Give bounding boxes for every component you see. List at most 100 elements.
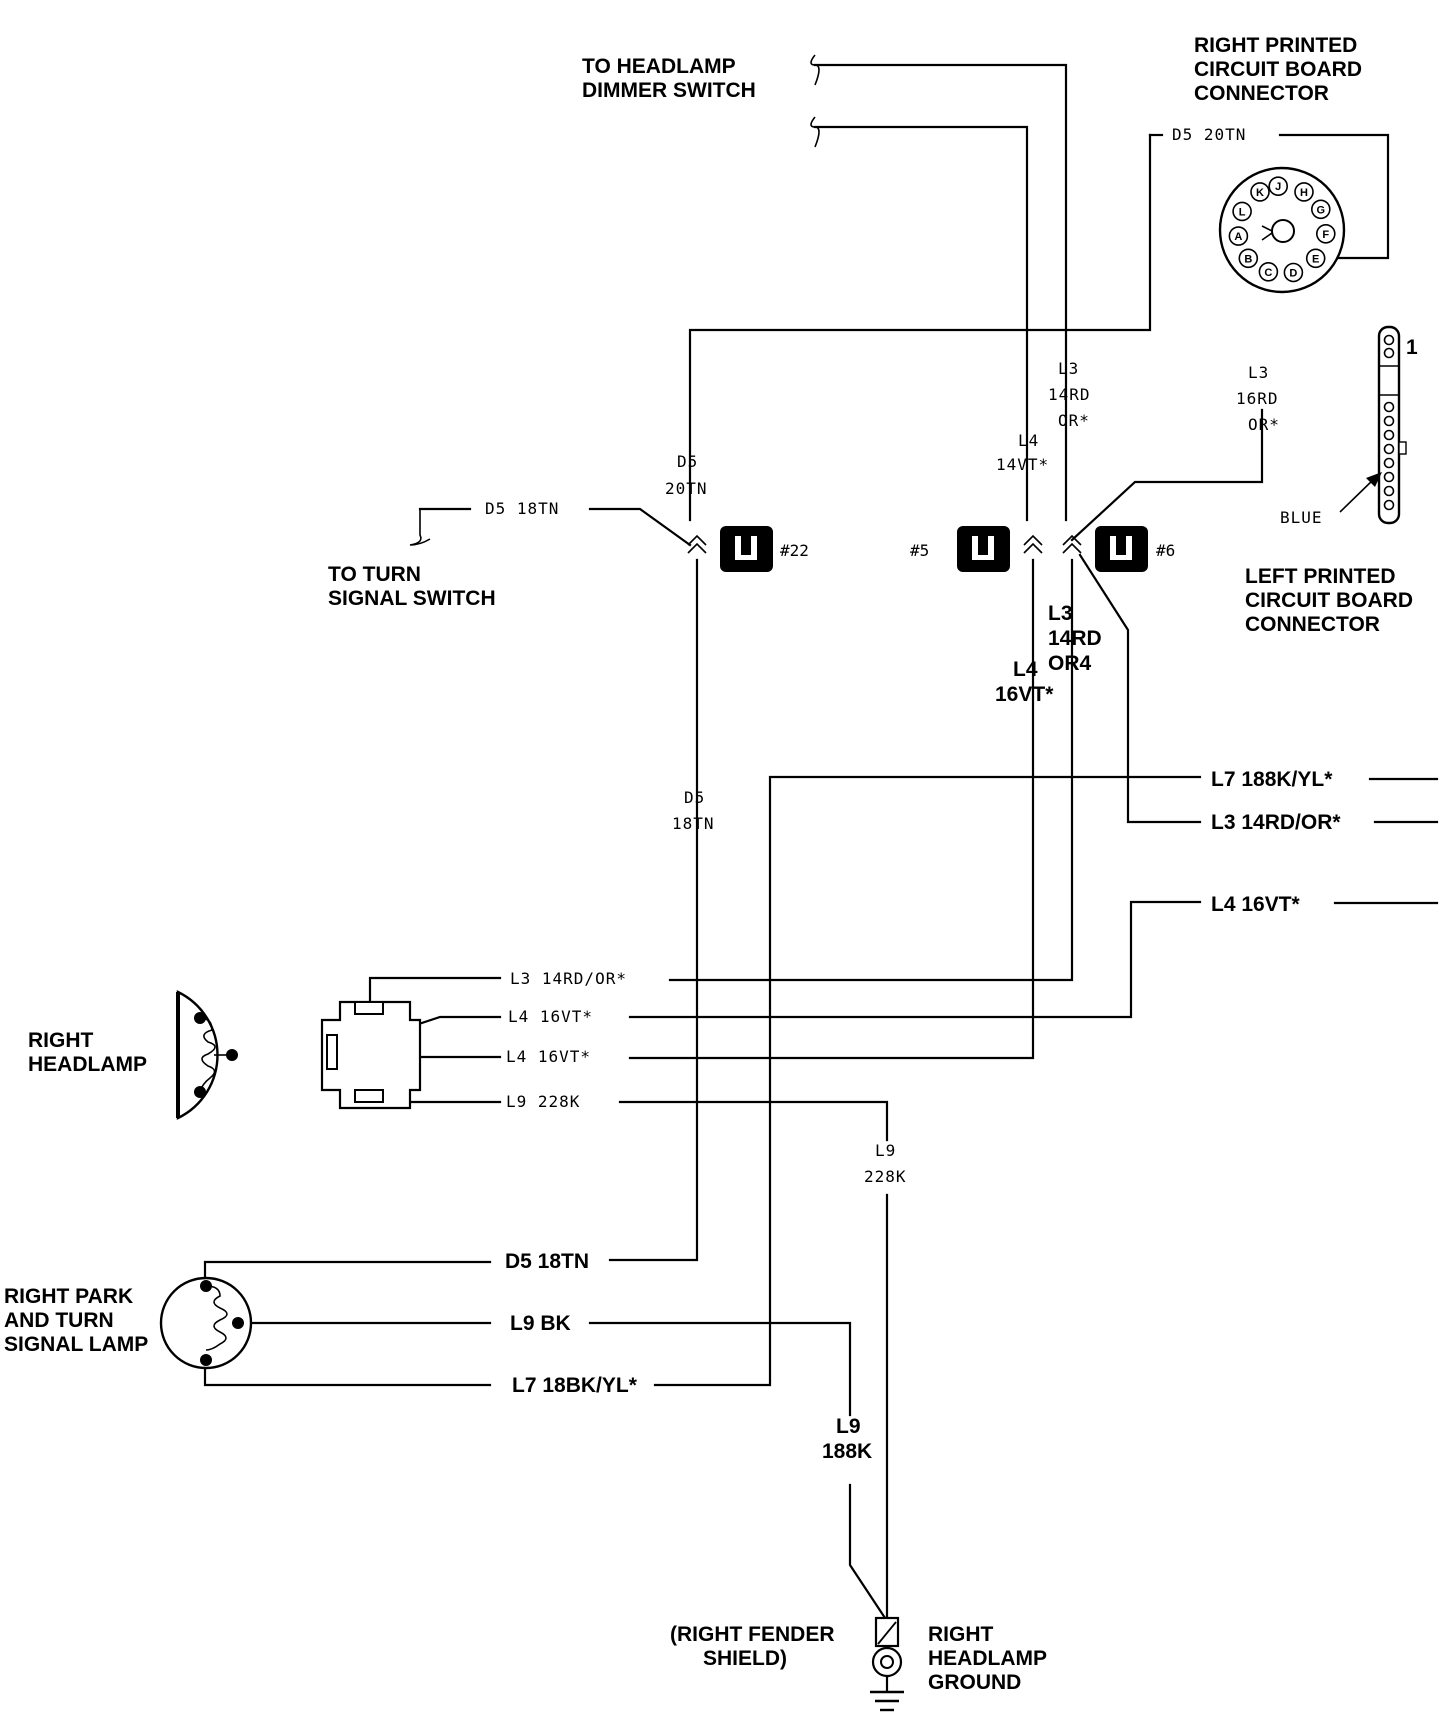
lead-hl-l3 (368, 976, 502, 1004)
break-mark-1 (810, 54, 820, 86)
label-right-park-1: RIGHT PARK (4, 1285, 133, 1308)
pcb-pin-label-e: E (1312, 253, 1319, 265)
splice-5: #5 (910, 526, 1010, 572)
pcb-pin-label-c: C (1264, 267, 1272, 279)
label-park-l9: L9 BK (510, 1312, 571, 1335)
label-l9-188k-b: 188K (822, 1440, 872, 1463)
label-l3-a: L3 (1058, 359, 1079, 378)
label-d5-18tn-b: 18TN (672, 814, 715, 833)
label-l4-bold-a: L4 (1013, 658, 1038, 681)
label-right-pcb-1: RIGHT PRINTED (1194, 34, 1357, 57)
connector-chevron-6 (1062, 534, 1082, 554)
label-fender-1: (RIGHT FENDER (670, 1623, 835, 1646)
splice-22: #22 (720, 526, 809, 572)
lead-park-l7 (203, 1358, 492, 1387)
label-l3-bold-c: OR4 (1048, 652, 1092, 675)
label-l9-188k-a: L9 (836, 1415, 861, 1438)
label-l4-bold-b: 16VT* (995, 683, 1054, 706)
right-park-turn-lamp (159, 1276, 253, 1370)
pcb-pin-b (1238, 248, 1259, 269)
pcb-pin-label-g: G (1317, 204, 1326, 216)
connector-chevron-22 (687, 534, 707, 554)
label-d5-20tn-top: D5 20TN (1172, 125, 1246, 144)
connector-chevron-5 (1023, 534, 1043, 554)
label-to-headlamp: TO HEADLAMP (582, 55, 736, 78)
pcb-pin-j (1268, 176, 1288, 196)
label-ground-2: HEADLAMP (928, 1647, 1047, 1670)
wire-l7 (653, 775, 1202, 1387)
label-l3-bold-b: 14RD (1048, 627, 1102, 650)
pcb-pin-e (1305, 248, 1326, 269)
right-headlamp (176, 990, 238, 1120)
pcb-pin-c (1258, 261, 1279, 282)
label-hl-l3: L3 14RD/OR* (510, 969, 627, 988)
pcb-pin-g (1311, 199, 1331, 220)
label-right-pcb-2: CIRCUIT BOARD (1194, 58, 1362, 81)
splice-5-label: #5 (910, 541, 929, 560)
wire-d5-vertical (608, 558, 699, 1262)
label-left-pcb-1: LEFT PRINTED (1245, 565, 1396, 588)
label-right-park-2: AND TURN (4, 1309, 114, 1332)
wire-l3-vertical (668, 558, 1074, 982)
pcb-pin-f (1316, 224, 1336, 244)
label-l3-right-a: L3 (1248, 363, 1269, 382)
label-l9-mid-a: L9 (875, 1141, 896, 1160)
label-to-turn: TO TURN (328, 563, 421, 586)
pcb-pin-k (1250, 182, 1270, 202)
break-mark-2 (810, 116, 820, 148)
wire-l3-to-right (1078, 553, 1202, 824)
blue-label: BLUE (1280, 508, 1323, 527)
lead-park-d5 (203, 1260, 492, 1288)
label-left-pcb-3: CONNECTOR (1245, 613, 1380, 636)
label-right-park-3: SIGNAL LAMP (4, 1333, 148, 1356)
label-l4-right-wire: L4 16VT* (1211, 893, 1301, 916)
pcb-pin-label-a: A (1234, 231, 1242, 243)
left-pcb-connector: 1 BLUE (1280, 325, 1418, 527)
label-l9-mid-b: 228K (864, 1167, 907, 1186)
label-left-pcb-2: CIRCUIT BOARD (1245, 589, 1413, 612)
label-l4-b: 14VT* (996, 455, 1049, 474)
label-d5-18tn-turn: D5 18TN (485, 499, 559, 518)
label-hl-l4-2: L4 16VT* (506, 1047, 591, 1066)
label-l7-right: L7 188K/YL* (1211, 768, 1333, 791)
wire-d5-20tn (1278, 133, 1390, 260)
label-right-headlamp-1: RIGHT (28, 1029, 94, 1052)
wire-l9-bk (588, 1321, 852, 1417)
label-right-headlamp-2: HEADLAMP (28, 1053, 147, 1076)
label-l4-a: L4 (1018, 431, 1039, 450)
pcb-pin-d (1283, 262, 1304, 283)
wire-dimmer-l3 (813, 63, 1068, 522)
wire-dimmer-l4 (813, 125, 1029, 522)
label-l3-right-c: OR* (1248, 415, 1280, 434)
pcb-pin-label-b: B (1244, 253, 1252, 265)
splice-6-label: #6 (1156, 541, 1175, 560)
label-l3-b: 14RD (1048, 385, 1091, 404)
wire-l9-228k (618, 1100, 889, 1142)
label-l3-bold-a: L3 (1048, 602, 1073, 625)
wire-d5-20tn-down (688, 133, 1152, 522)
pcb-pin-a (1228, 226, 1249, 246)
splice-22-label: #22 (780, 541, 809, 560)
break-mark-3 (409, 509, 431, 546)
pcb-pin-label-f: F (1322, 229, 1329, 241)
headlamp-connector (320, 1000, 422, 1110)
ground-symbol (870, 1616, 904, 1712)
pcb-pin-label-j: J (1275, 181, 1281, 193)
wire-l4-right (628, 900, 1202, 1019)
splice-6: #6 (1095, 526, 1175, 572)
wire-d5-18tn-turn (588, 507, 692, 547)
label-d5-18tn-a: D5 (684, 788, 705, 807)
left-pcb-pin-1-label: 1 (1406, 336, 1418, 359)
label-dimmer-switch: DIMMER SWITCH (582, 79, 756, 102)
label-park-d5: D5 18TN (505, 1250, 589, 1273)
wire-l9-188k-down (848, 1483, 887, 1620)
label-hl-l4-1: L4 16VT* (508, 1007, 593, 1026)
label-d5-b: 20TN (665, 479, 708, 498)
pcb-pin-label-k: K (1256, 187, 1264, 199)
pcb-pin-label-h: H (1300, 187, 1308, 199)
label-d5-a: D5 (677, 452, 698, 471)
pcb-pin-label-d: D (1289, 268, 1297, 280)
